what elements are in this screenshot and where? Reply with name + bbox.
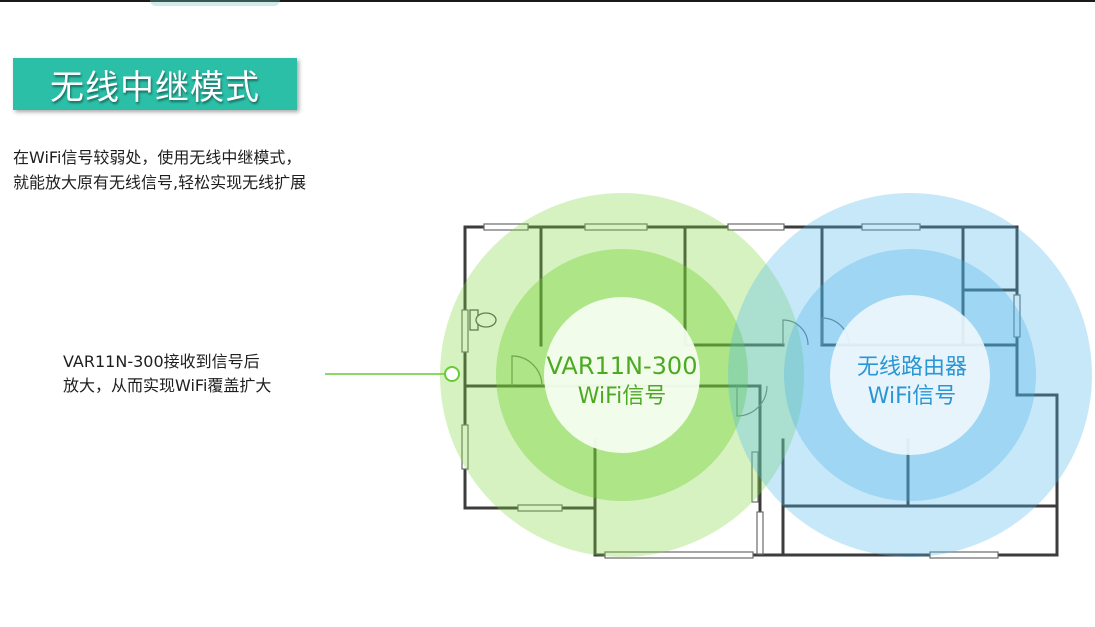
repeater-label-line-1: VAR11N-300 [547,352,698,380]
top-decoration [150,0,280,6]
repeater-signal-zone: VAR11N-300 WiFi信号 [440,193,804,557]
description-line-2: 就能放大原有无线信号,轻松实现无线扩展 [13,173,307,192]
window-markers [461,223,1021,559]
callout-marker-dot [444,366,460,382]
router-signal-zone: 无线路由器 WiFi信号 [728,193,1092,557]
page-title: 无线中继模式 [50,67,260,108]
router-label-line-2: WiFi信号 [868,384,957,409]
title-banner: 无线中继模式 [13,58,297,110]
top-border-line [0,0,1095,2]
callout-line-2: 放大，从而实现WiFi覆盖扩大 [63,376,272,395]
toilet-fixture [469,309,497,331]
repeater-signal-core [544,297,700,453]
router-label-line-1: 无线路由器 [857,355,967,380]
callout-line-1: VAR11N-300接收到信号后 [63,352,260,371]
callout-text: VAR11N-300接收到信号后 放大，从而实现WiFi覆盖扩大 [63,350,271,398]
repeater-label-line-2: WiFi信号 [578,384,667,409]
description-block: 在WiFi信号较弱处，使用无线中继模式， 就能放大原有无线信号,轻松实现无线扩展 [13,145,306,195]
description-line-1: 在WiFi信号较弱处，使用无线中继模式， [13,148,302,167]
callout-pointer [325,366,460,382]
router-signal-core [830,295,990,455]
